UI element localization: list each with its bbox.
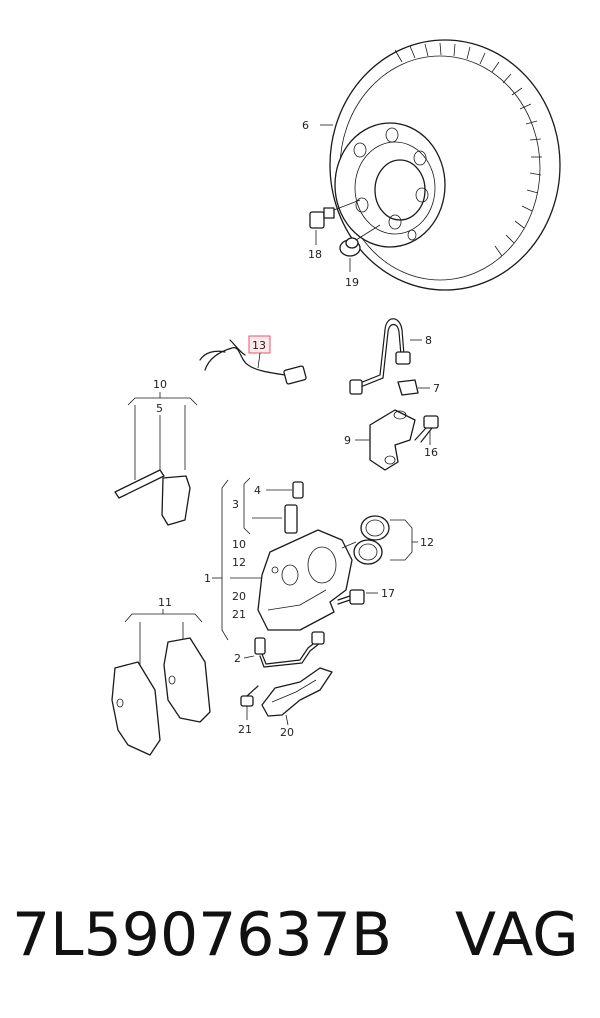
screw-18 — [309, 199, 361, 229]
footer: 7L5907637B VAG — [0, 880, 600, 990]
callout-8: 8 — [425, 334, 432, 347]
bracket-9 — [369, 409, 416, 471]
callout-1: 1 — [204, 572, 211, 585]
callout-9: 9 — [344, 434, 351, 447]
callout-10b: 10 — [232, 538, 246, 551]
brake-pad-outer — [111, 661, 161, 756]
callout-7: 7 — [433, 382, 440, 395]
callout-21b: 21 — [232, 608, 246, 621]
disc-vent-hatching — [394, 42, 542, 257]
bleed-screw — [284, 504, 298, 534]
callout-2: 2 — [234, 652, 241, 665]
highlight-box-13 — [248, 335, 271, 354]
callout-4: 4 — [254, 484, 261, 497]
callout-20b: 20 — [232, 590, 246, 603]
callout-3: 3 — [232, 498, 239, 511]
callout-13: 13 — [252, 339, 266, 352]
callout-19: 19 — [345, 276, 359, 289]
clip-7 — [397, 379, 419, 396]
piston-seals-12 — [353, 515, 390, 565]
callout-6: 6 — [302, 119, 309, 132]
part-number: 7L5907637B — [12, 900, 392, 970]
screw-21 — [240, 685, 259, 707]
brand-name: VAG — [455, 900, 579, 970]
callout-5: 5 — [156, 402, 163, 415]
callout-16: 16 — [424, 446, 438, 459]
brake-pad-inner — [163, 637, 211, 723]
bolt-17 — [337, 589, 365, 605]
callout-12b: 12 — [232, 556, 246, 569]
callout-11: 11 — [158, 596, 172, 609]
brake-assembly-diagram: 6 18 19 13 8 7 9 — [111, 39, 561, 756]
callout-18: 18 — [308, 248, 322, 261]
bleed-cap-4 — [292, 481, 304, 499]
callout-17: 17 — [381, 587, 395, 600]
brake-line-2 — [254, 631, 325, 668]
pad-clip — [161, 475, 191, 526]
callout-12a: 12 — [420, 536, 434, 549]
brake-line-8 — [349, 318, 411, 395]
callout-20a: 20 — [280, 726, 294, 739]
callout-10a: 10 — [153, 378, 167, 391]
brake-caliper — [257, 529, 353, 631]
spring-20 — [261, 667, 333, 717]
screw-19 — [339, 224, 381, 257]
guide-pin-5 — [114, 469, 165, 499]
brake-disc — [329, 39, 561, 291]
wear-sensor — [199, 339, 307, 385]
bolt-16 — [414, 415, 439, 443]
callout-21a: 21 — [238, 723, 252, 736]
